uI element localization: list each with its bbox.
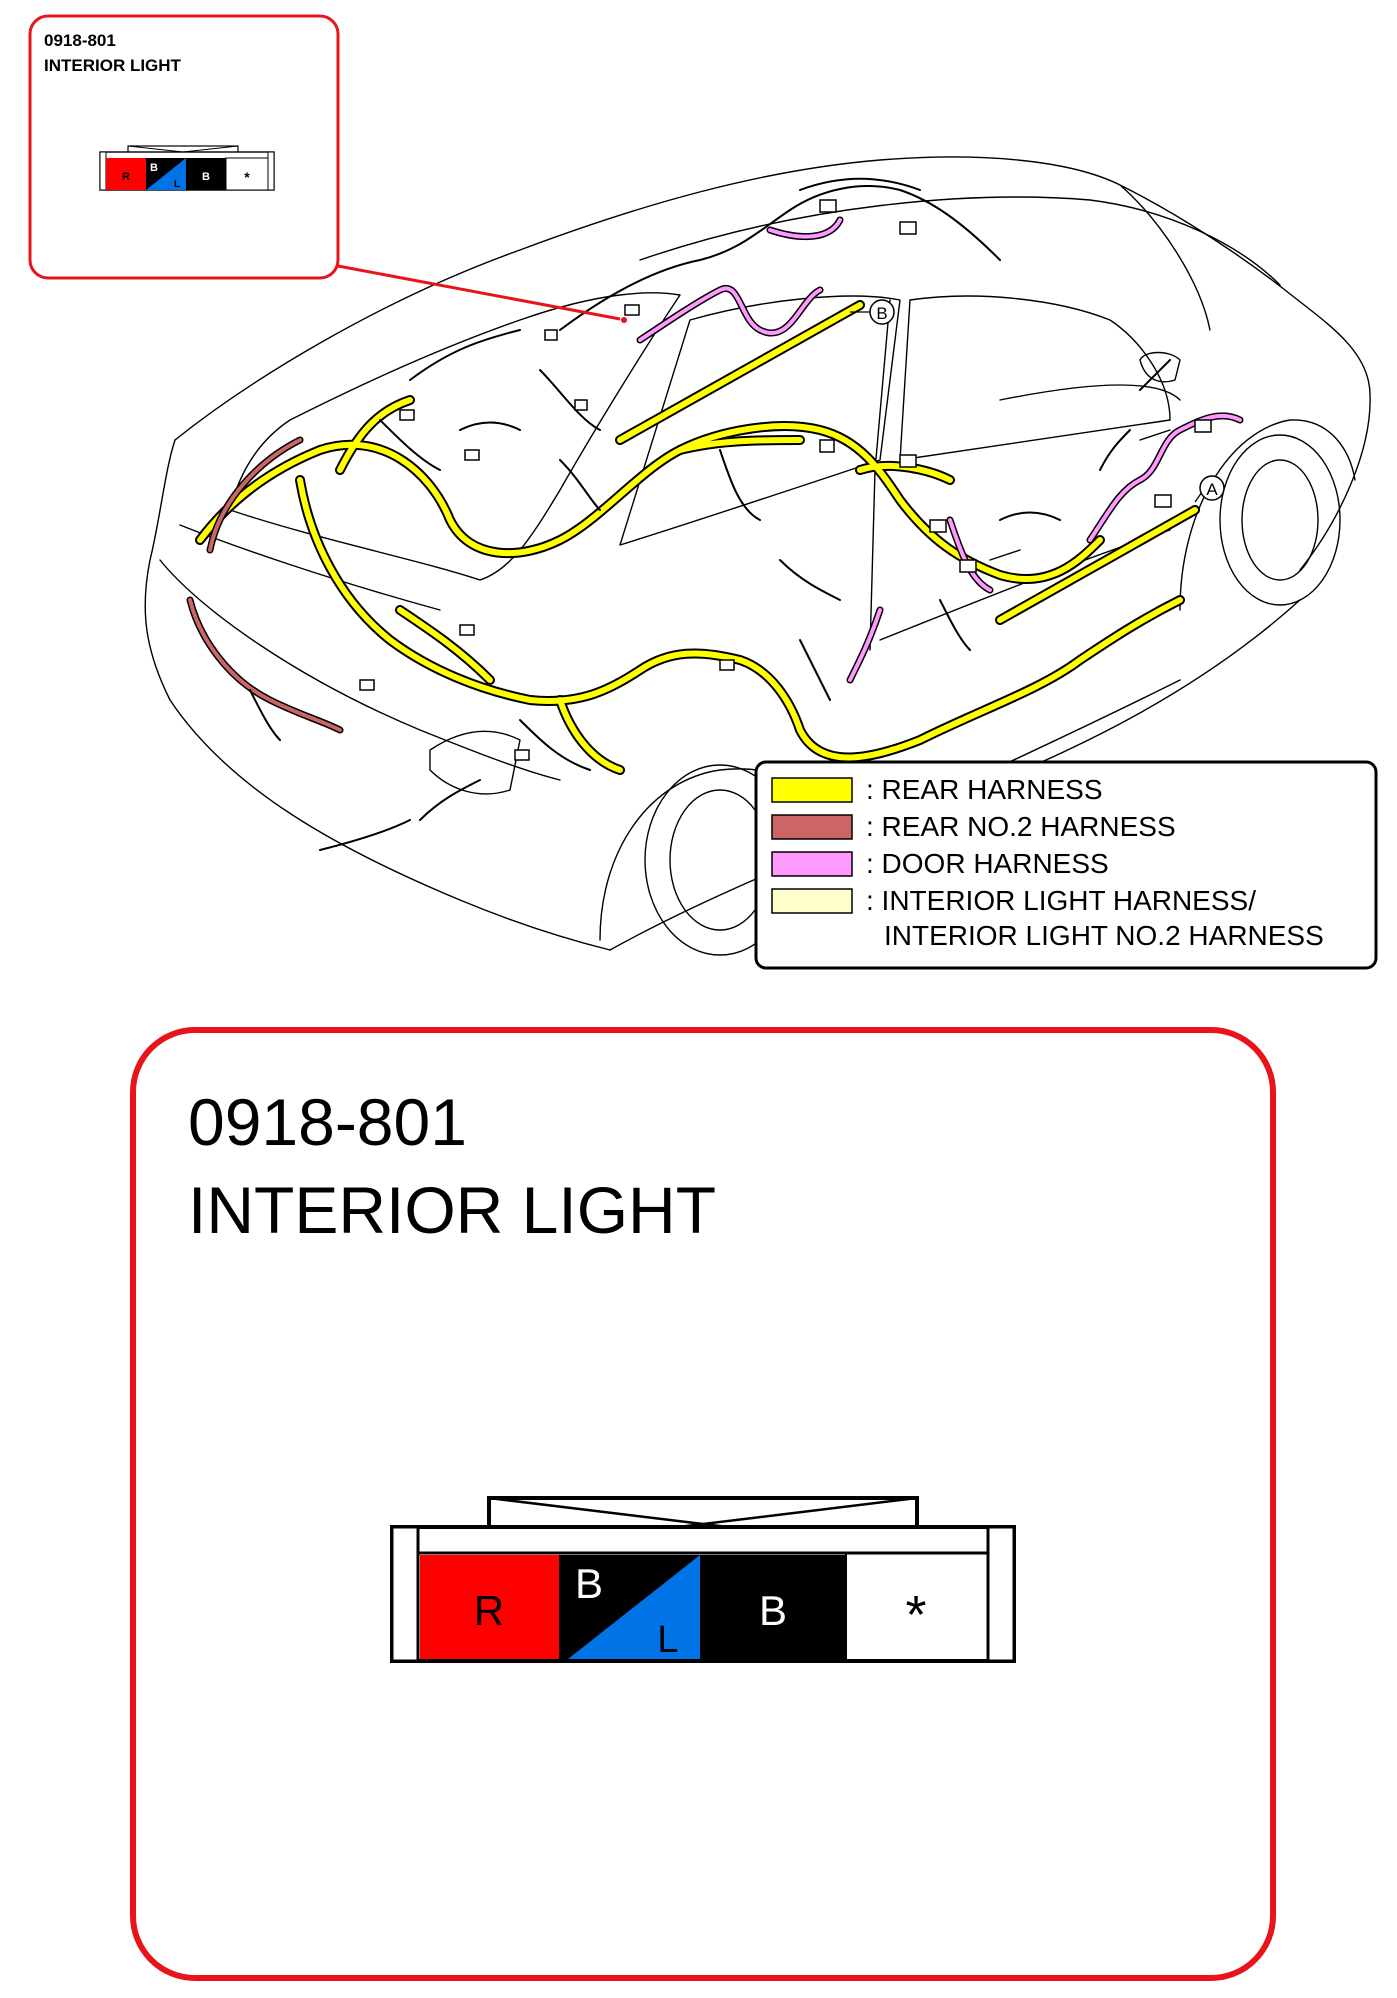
inset-connector: R B L B *: [99, 145, 275, 191]
pin-4-label: *: [905, 1585, 926, 1645]
inset-name: INTERIOR LIGHT: [44, 56, 182, 75]
pin-3-label: B: [759, 1587, 787, 1634]
pin-1-label: R: [474, 1587, 504, 1634]
inset-code: 0918-801: [44, 31, 116, 50]
legend-item-door-harness: : DOOR HARNESS: [771, 848, 1109, 879]
harness-connectors: [359, 199, 1212, 761]
callout-pointer: [337, 264, 621, 321]
main-callout: 0918-801 INTERIOR LIGHT R B L B *: [130, 1027, 1276, 1981]
legend-label: : DOOR HARNESS: [866, 848, 1109, 879]
legend-swatch: [771, 814, 853, 840]
pin-3: [700, 1555, 846, 1659]
legend-swatch: [771, 851, 853, 877]
rear-harness: [195, 300, 1200, 775]
main-connector: R B L B *: [390, 1496, 1016, 1663]
inset-pin-4-label: *: [244, 169, 250, 185]
legend-item-rear-harness: : REAR HARNESS: [771, 774, 1103, 805]
pin-4: [846, 1555, 986, 1659]
pin-1: [420, 1555, 559, 1659]
marker-a: A: [1194, 475, 1225, 503]
inset-pin-3-label: B: [202, 171, 210, 183]
inset-pin-1-label: R: [122, 171, 130, 183]
main-code: 0918-801: [188, 1085, 467, 1159]
rear-no2-harness: [186, 436, 344, 734]
legend-label: : REAR NO.2 HARNESS: [866, 811, 1176, 842]
marker-b: B: [850, 299, 895, 325]
inset-pin-2-bottom-label: L: [174, 179, 180, 190]
legend-label: : INTERIOR LIGHT HARNESS/: [866, 885, 1256, 916]
legend: : REAR HARNESS : REAR NO.2 HARNESS : DOO…: [754, 760, 1378, 970]
legend-item-rear-no2-harness: : REAR NO.2 HARNESS: [771, 811, 1176, 842]
marker-b-label: B: [876, 304, 887, 323]
marker-a-label: A: [1206, 480, 1218, 499]
pin-2-bottom-label: L: [657, 1619, 678, 1661]
legend-swatch: [771, 888, 853, 914]
inset-pin-2-top-label: B: [150, 162, 158, 174]
connector-location: [621, 317, 627, 323]
legend-label: : REAR HARNESS: [866, 774, 1103, 805]
inset-callout: 0918-801 INTERIOR LIGHT R B L B *: [28, 14, 340, 280]
main-name: INTERIOR LIGHT: [188, 1173, 716, 1247]
legend-label-continuation: INTERIOR LIGHT NO.2 HARNESS: [884, 920, 1324, 951]
pin-2-blue-half: [568, 1555, 700, 1659]
legend-item-interior-light-harness: : INTERIOR LIGHT HARNESS/ INTERIOR LIGHT…: [771, 885, 1324, 951]
pin-2-top-label: B: [575, 1560, 603, 1607]
misc-wiring: [249, 177, 1171, 851]
legend-swatch: [771, 777, 853, 803]
